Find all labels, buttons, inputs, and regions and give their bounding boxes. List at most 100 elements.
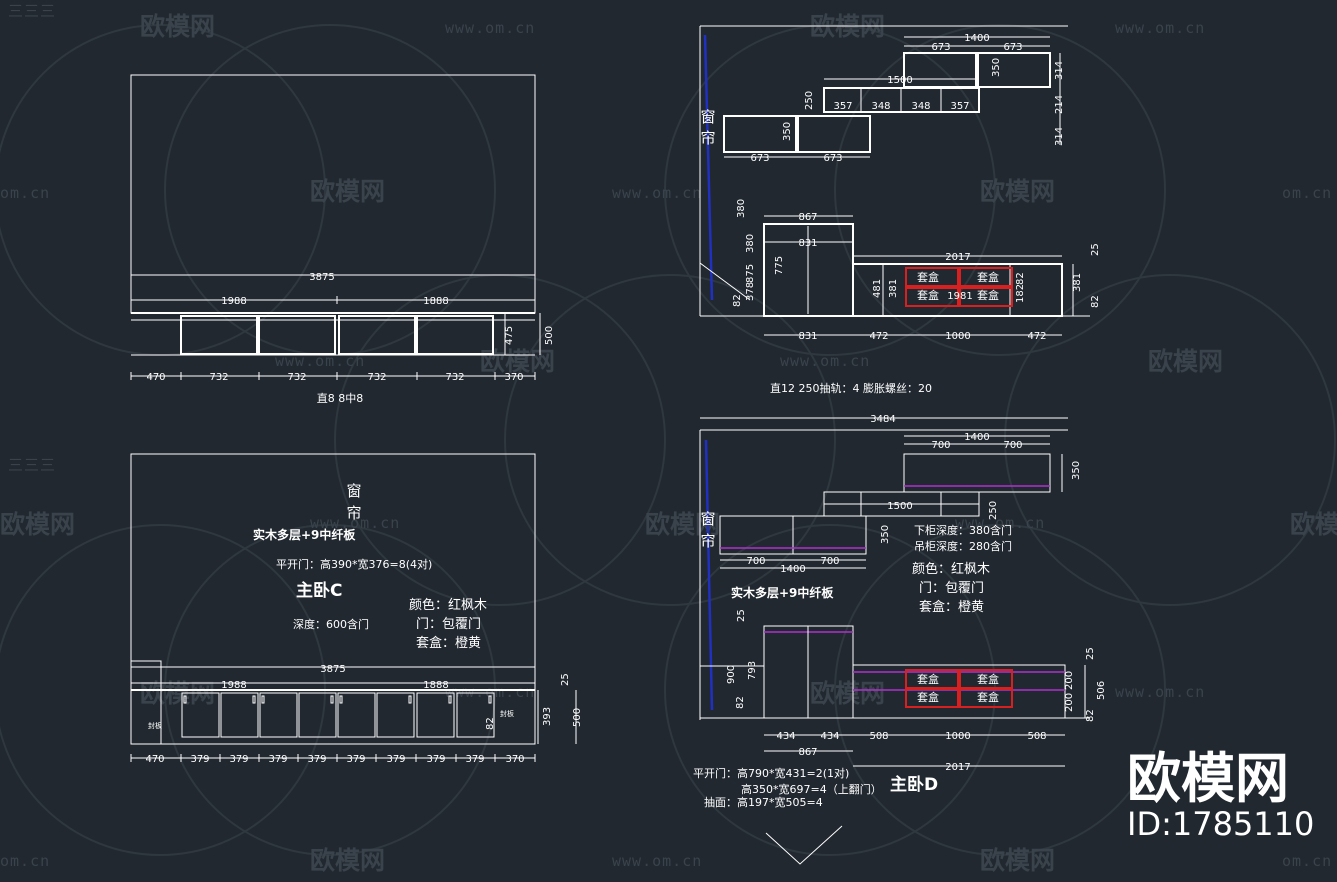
dim-right-vertical: 314 [1054,61,1065,80]
watermark-url: om.cn [1282,852,1332,870]
watermark-mark: 三三三 [8,2,56,20]
dim-left-height: 350 [782,122,793,141]
dim-top-total: 1400 [964,432,989,443]
watermark-brand: 欧模网 [810,679,885,708]
dim-low: 481 [872,279,883,298]
watermark-brand: 欧模网 [310,177,385,206]
cabinet-door [337,692,376,738]
wall-cabinet [723,115,797,153]
cabinet-door [181,692,220,738]
dim-total: 3875 [309,272,334,283]
watermark-brand: 欧模网 [0,510,75,539]
door-type-spec: 门：包覆门 [416,617,481,632]
cabinet-door [338,315,416,355]
cabinet-door [298,692,337,738]
drawing-bottom-right: 3484 窗 帘 1400 700 700 350 1500 250 350 7… [693,414,1107,865]
dim-low: 200 [1064,671,1075,690]
box-label: 套盒 [917,690,939,704]
wall-cabinet [903,52,977,88]
dim-inner: 393 [542,707,553,726]
door-spec: 平开门：高390*宽376=8(4对) [276,557,432,571]
watermark-url: om.cn [0,852,50,870]
box-label: 套盒 [977,690,999,704]
watermark-brand: 欧模网 [980,846,1055,875]
dim-height: 500 [572,708,583,727]
dim-tall: 380 [745,234,756,253]
hardware-note: 直12 250抽轨：4 膨胀螺丝：20 [770,381,932,395]
dim-top-gap: 25 [560,673,571,686]
material-label: 实木多层+9中纤板 [731,585,834,600]
dim-right-base: 82 [1090,295,1101,308]
curtain-label: 窗 [700,510,715,528]
dim-left-height: 350 [880,525,891,544]
dim-tall: 378 [745,282,756,301]
dim-low-width: 1981 [947,291,972,302]
dim-bottom: 370 [504,372,523,383]
door-handle [448,695,452,704]
curtain-label: 窗 [700,108,715,126]
curtain-label: 帘 [700,532,715,550]
dim-bottom: 370 [505,754,524,765]
watermark-brand: 欧模网 [310,846,385,875]
watermark-url: www.om.cn [780,352,870,370]
upper-depth-spec: 吊柜深度：280含门 [914,539,1012,553]
dim-bottom: 379 [465,754,484,765]
dim-bottom: 470 [145,754,164,765]
dim-top-height: 350 [1071,461,1082,480]
dim-left-width: 700 [820,556,839,567]
box-label: 套盒 [977,288,999,302]
box-label: 套盒 [977,270,999,284]
drawing-top-left: 3875 1988 1888 475 500 470 732 732 732 7… [130,74,555,405]
wall-cabinet [977,52,1051,88]
dim-right-half: 1888 [423,680,448,691]
curtain-line [704,439,714,711]
door-handle [183,695,187,704]
brand-logo: 欧模网 [1127,747,1289,810]
watermark-url: www.om.cn [955,514,1045,532]
dim-bottom: 1000 [945,331,970,342]
side-panel-label: 封板 [500,709,514,718]
door-handle [261,695,265,704]
dim-bottom-gap: 82 [485,717,496,730]
dim-ticks [130,754,536,762]
dim-low-width: 2017 [945,762,970,773]
dim-ticks [130,372,536,380]
dim-top-width: 700 [931,440,950,451]
dim-low: 200 [1064,693,1075,712]
watermark-url: om.cn [1282,184,1332,202]
watermark-url: www.om.cn [1115,683,1205,701]
dim-top-width: 673 [1003,42,1022,53]
dim-tall-top: 25 [736,609,747,622]
dim-height: 500 [544,326,555,345]
drawer-spec: 抽面：高197*宽505=4 [704,795,823,809]
dim-bottom: 379 [346,754,365,765]
brand-id: ID:1785110 [1127,805,1314,843]
box-spec: 套盒：橙黄 [919,599,984,615]
box-label: 套盒 [977,672,999,686]
cabinet-door [376,692,415,738]
box-label: 套盒 [917,270,939,284]
color-spec: 颜色：红枫木 [409,597,487,613]
dim-bottom: 732 [445,372,464,383]
door-handle [330,695,334,704]
cabinet-door [456,692,495,738]
dim-low-base: 82 [1085,709,1096,722]
cabinet-door [258,315,336,355]
box-drawer [905,267,959,287]
dim-bottom: 732 [287,372,306,383]
dim-line [699,262,751,301]
dim-bottom: 379 [190,754,209,765]
dim-right-half: 1888 [423,296,448,307]
dim-bottom: 434 [776,731,795,742]
lower-depth-spec: 下柜深度：380含门 [914,523,1012,537]
dim-left-half: 1988 [221,680,246,691]
box-drawer [905,287,959,307]
dim-total: 3484 [870,414,895,425]
watermark-brand: 欧模网 [140,12,215,41]
door-handle [339,695,343,704]
box-label: 套盒 [917,672,939,686]
dim-tall-width: 867 [798,212,817,223]
dim-tall: 875 [745,264,756,283]
watermark-url: www.om.cn [1115,19,1205,37]
curtain-label: 帘 [700,129,715,147]
